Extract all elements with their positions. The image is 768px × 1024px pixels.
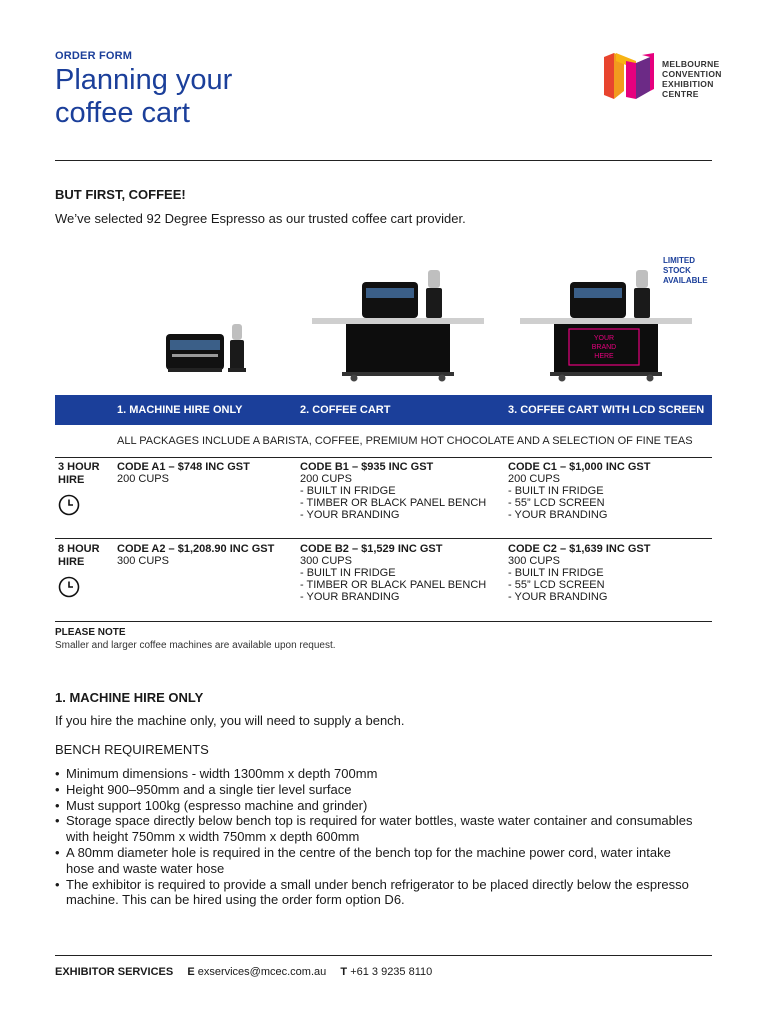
clock-icon — [58, 494, 80, 516]
all-packages-note: ALL PACKAGES INCLUDE A BARISTA, COFFEE, … — [117, 435, 693, 447]
package-detail: - BUILT IN FRIDGE — [300, 485, 396, 497]
package-code: CODE C2 – $1,639 INC GST — [508, 543, 651, 555]
package-detail: 300 CUPS — [300, 555, 352, 567]
list-item: The exhibitor is required to provide a s… — [55, 877, 695, 909]
footer-phone-label: T — [340, 966, 348, 978]
hire-duration-line1: 8 HOUR — [58, 543, 100, 555]
package-detail: - YOUR BRANDING — [300, 591, 400, 603]
lcd-text-3: HERE — [594, 353, 614, 360]
list-item: Storage space directly below bench top i… — [55, 813, 695, 845]
package-header-1: 1. MACHINE HIRE ONLY — [117, 404, 243, 416]
machine-hire-heading: 1. MACHINE HIRE ONLY — [55, 690, 204, 705]
hire-duration-line1: 3 HOUR — [58, 461, 100, 473]
bench-requirements-heading: BENCH REQUIREMENTS — [55, 742, 209, 757]
divider — [55, 955, 712, 956]
lcd-text-2: BRAND — [592, 344, 617, 351]
package-detail: - TIMBER OR BLACK PANEL BENCH — [300, 579, 487, 591]
limited-line-3: AVAILABLE — [663, 276, 708, 285]
package-code: CODE B1 – $935 INC GST — [300, 461, 434, 473]
divider — [55, 621, 712, 622]
footer-label: EXHIBITOR SERVICES — [55, 966, 174, 978]
divider — [55, 457, 712, 458]
logo-word-3: EXHIBITION — [662, 79, 714, 89]
machine-hire-text: If you hire the machine only, you will n… — [55, 713, 405, 728]
package-detail: 300 CUPS — [117, 555, 169, 567]
footer-phone: +61 3 9235 8110 — [350, 966, 433, 978]
hire-duration-label: 3 HOUR HIRE — [58, 461, 113, 487]
package-cell-c2: CODE C2 – $1,639 INC GST 300 CUPS - BUIL… — [508, 543, 650, 603]
mcec-logo: MELBOURNE CONVENTION EXHIBITION CENTRE — [602, 51, 722, 103]
package-detail: - BUILT IN FRIDGE — [508, 485, 604, 497]
package-header-2: 2. COFFEE CART — [300, 404, 391, 416]
logo-word-2: CONVENTION — [662, 69, 722, 79]
limited-line-2: STOCK — [663, 266, 691, 275]
package-detail: - BUILT IN FRIDGE — [508, 567, 604, 579]
package-detail: - 55” LCD SCREEN — [508, 579, 605, 591]
logo-word-4: CENTRE — [662, 89, 699, 99]
mcec-logo-mark-icon — [604, 53, 654, 99]
package-header-bar: 1. MACHINE HIRE ONLY 2. COFFEE CART 3. C… — [55, 395, 712, 425]
package-detail: 200 CUPS — [508, 473, 560, 485]
hire-duration-line2: HIRE — [58, 556, 85, 568]
package-code: CODE B2 – $1,529 INC GST — [300, 543, 443, 555]
logo-word-1: MELBOURNE — [662, 59, 720, 69]
limited-line-1: LIMITED — [663, 256, 695, 265]
list-item: Must support 100kg (espresso machine and… — [55, 798, 695, 814]
bench-requirements-list: Minimum dimensions - width 1300mm x dept… — [55, 766, 695, 908]
logo-wordmark: MELBOURNE CONVENTION EXHIBITION CENTRE — [662, 59, 722, 99]
coffee-cart-image — [312, 270, 484, 382]
intro-text: We’ve selected 92 Degree Espresso as our… — [55, 211, 466, 226]
divider — [55, 538, 712, 539]
page-title-line2: coffee cart — [55, 97, 190, 129]
intro-heading: BUT FIRST, COFFEE! — [55, 187, 186, 202]
package-code: CODE C1 – $1,000 INC GST — [508, 461, 651, 473]
package-detail: 200 CUPS — [300, 473, 352, 485]
package-detail: 300 CUPS — [508, 555, 560, 567]
package-cell-b2: CODE B2 – $1,529 INC GST 300 CUPS - BUIL… — [300, 543, 486, 603]
coffee-cart-lcd-image: YOUR BRAND HERE — [520, 270, 692, 382]
package-cell-a1: CODE A1 – $748 INC GST 200 CUPS — [117, 461, 250, 485]
please-note-title: PLEASE NOTE — [55, 627, 126, 638]
footer-contact: EXHIBITOR SERVICES E exservices@mcec.com… — [55, 966, 432, 978]
hire-duration-label: 8 HOUR HIRE — [58, 543, 113, 569]
page-title-line1: Planning your — [55, 64, 233, 96]
list-item: Height 900–950mm and a single tier level… — [55, 782, 695, 798]
package-cell-c1: CODE C1 – $1,000 INC GST 200 CUPS - BUIL… — [508, 461, 650, 521]
lcd-text-1: YOUR — [594, 335, 614, 342]
package-detail: - TIMBER OR BLACK PANEL BENCH — [300, 497, 487, 509]
footer-email-link[interactable]: exservices@mcec.com.au — [197, 966, 327, 978]
hire-duration-line2: HIRE — [58, 474, 85, 486]
limited-stock-badge: LIMITED STOCK AVAILABLE — [663, 256, 708, 286]
package-code: CODE A2 – $1,208.90 INC GST — [117, 543, 275, 555]
package-code: CODE A1 – $748 INC GST — [117, 461, 250, 473]
package-cell-b1: CODE B1 – $935 INC GST 200 CUPS - BUILT … — [300, 461, 486, 521]
package-detail: - YOUR BRANDING — [508, 591, 608, 603]
package-detail: - YOUR BRANDING — [508, 509, 608, 521]
page-title: Planning your coffee cart — [55, 64, 355, 130]
package-cell-a2: CODE A2 – $1,208.90 INC GST 300 CUPS — [117, 543, 274, 567]
package-header-3: 3. COFFEE CART WITH LCD SCREEN — [508, 404, 705, 416]
please-note-text: Smaller and larger coffee machines are a… — [55, 640, 336, 651]
package-detail: 200 CUPS — [117, 473, 169, 485]
list-item: Minimum dimensions - width 1300mm x dept… — [55, 766, 695, 782]
list-item: A 80mm diameter hole is required in the … — [55, 845, 695, 877]
footer-email-label: E — [187, 966, 195, 978]
order-form-label: ORDER FORM — [55, 50, 133, 62]
espresso-machine-image — [166, 324, 246, 372]
package-detail: - BUILT IN FRIDGE — [300, 567, 396, 579]
package-detail: - 55” LCD SCREEN — [508, 497, 605, 509]
divider — [55, 160, 712, 161]
clock-icon — [58, 576, 80, 598]
package-detail: - YOUR BRANDING — [300, 509, 400, 521]
